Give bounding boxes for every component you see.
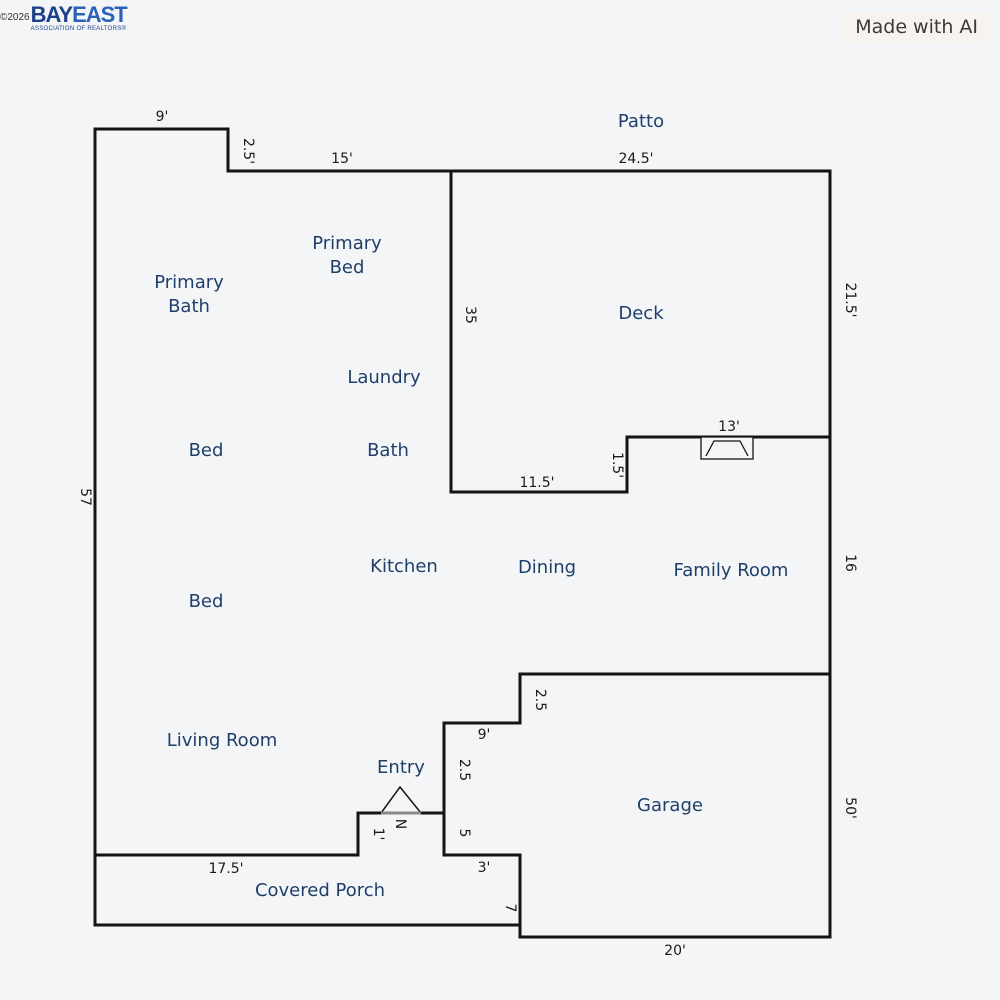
dim-garage-bottom: 20' — [664, 943, 686, 959]
dim-porch-step-vertical: 7 — [502, 904, 518, 913]
dim-fireplace-width: 13' — [718, 419, 740, 435]
room-labels: Patto Primary Bed Primary Bath Deck Laun… — [154, 111, 788, 901]
dim-deck-step: 1.5' — [609, 452, 625, 478]
outer-wall-outline — [93, 127, 832, 939]
dim-entry-small-2: N — [392, 819, 408, 829]
room-label-primary-bath-1: Primary — [154, 272, 224, 293]
dim-right-upper: 21.5' — [842, 282, 858, 317]
dim-porch-width: 17.5' — [208, 861, 243, 877]
room-label-bed-2: Bed — [189, 591, 224, 612]
room-label-entry: Entry — [377, 757, 425, 778]
fireplace-box — [700, 436, 754, 460]
room-label-primary-bed-2: Bed — [330, 257, 365, 278]
dim-top-right-width: 24.5' — [618, 151, 653, 167]
dim-garage-step-width: 9' — [478, 727, 491, 743]
room-label-family-room: Family Room — [674, 560, 789, 581]
room-label-laundry: Laundry — [347, 367, 421, 388]
dim-entry-small-1: 1' — [370, 828, 386, 841]
logo-brand-part2: EAST — [72, 2, 128, 27]
garage-wall — [442, 672, 830, 937]
dim-entry-step-vertical: 2.5 — [456, 759, 472, 781]
room-label-primary-bed-1: Primary — [312, 233, 382, 254]
room-label-deck: Deck — [618, 303, 664, 324]
dim-porch-step-width: 3' — [478, 860, 491, 876]
room-label-living-room: Living Room — [167, 730, 278, 751]
room-label-kitchen: Kitchen — [370, 556, 438, 577]
logo-brand-part1: BAY — [30, 2, 73, 27]
copyright-text: ©2026 — [0, 12, 30, 23]
room-label-bath: Bath — [367, 440, 409, 461]
room-label-bed-1: Bed — [189, 440, 224, 461]
logo-mark: BAYEAST ASSOCIATION OF REALTORS® — [30, 2, 128, 33]
dim-deck-bottom: 11.5' — [519, 475, 554, 491]
porch-wall — [95, 811, 444, 857]
dimension-labels: 9' 2.5' 15' 24.5' 35 21.5' 11.5' 1.5' 13… — [77, 109, 858, 959]
dim-top-mid-width: 15' — [331, 151, 353, 167]
room-label-covered-porch: Covered Porch — [255, 880, 385, 901]
room-label-primary-bath-2: Bath — [168, 296, 210, 317]
walls — [93, 127, 832, 939]
dim-deck-left: 35 — [462, 306, 478, 324]
dim-garage-right: 50' — [842, 797, 858, 819]
dim-left-height: 57 — [77, 488, 93, 506]
fireplace — [700, 436, 754, 460]
logo-brand: BAYEAST — [30, 2, 128, 27]
fireplace-hearth — [705, 440, 749, 457]
logo-subtitle: ASSOCIATION OF REALTORS® — [30, 26, 127, 32]
deck-wall — [449, 171, 830, 494]
dim-top-left-width: 9' — [156, 109, 169, 125]
dim-entry-small-3: 5 — [456, 829, 472, 838]
north-arrow-icon — [379, 785, 423, 815]
dim-garage-step-vertical: 2.5 — [532, 689, 548, 711]
dim-right-middle: 16 — [842, 554, 858, 572]
made-with-ai-badge: Made with AI — [843, 12, 990, 42]
room-label-dining: Dining — [518, 557, 576, 578]
dim-top-left-step: 2.5' — [240, 138, 256, 164]
room-label-garage: Garage — [637, 795, 703, 816]
room-label-patio: Patto — [618, 111, 664, 132]
bayeast-logo: ©2026 BAYEAST ASSOCIATION OF REALTORS® — [0, 2, 128, 33]
